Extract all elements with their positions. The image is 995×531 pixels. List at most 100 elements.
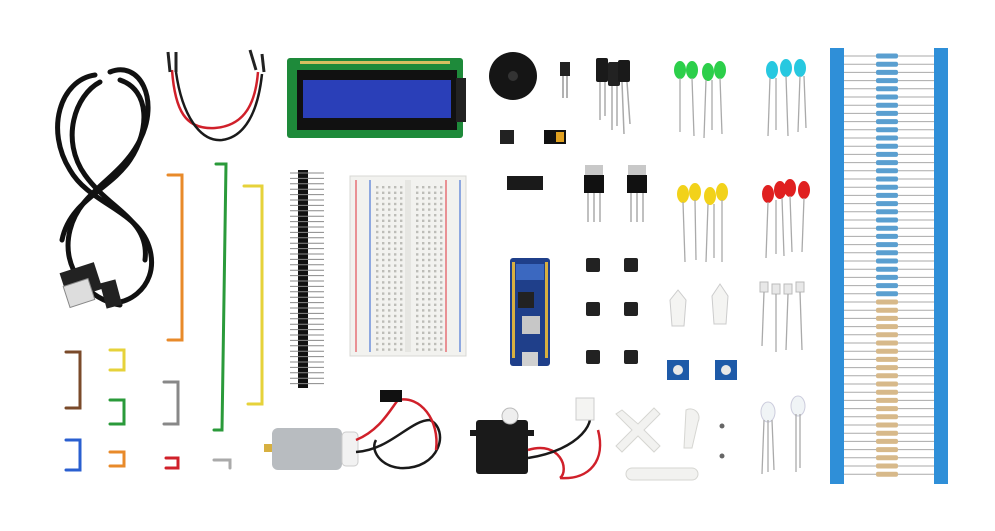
breadboard-hole — [376, 286, 379, 290]
breadboard-hole — [434, 219, 437, 222]
breadboard-hole — [422, 348, 425, 351]
breadboard-hole — [428, 326, 431, 329]
resistor-body — [876, 86, 898, 92]
jumper-bridges-icon — [64, 162, 264, 472]
breadboard-hole — [388, 342, 391, 346]
breadboard-hole — [388, 186, 391, 189]
breadboard-hole — [440, 275, 443, 278]
resistor-body — [876, 258, 898, 264]
breadboard-hole — [416, 292, 419, 295]
breadboard-hole — [382, 236, 385, 239]
breadboard-hole — [394, 342, 397, 346]
breadboard-hole — [422, 270, 425, 273]
breadboard-hole — [376, 348, 379, 351]
breadboard-hole — [382, 270, 385, 273]
jumper-wire-pair-icon — [166, 49, 266, 142]
microcontroller-board-icon — [510, 258, 550, 366]
breadboard-hole — [376, 326, 379, 329]
breadboard-hole — [400, 253, 403, 256]
breadboard-hole — [428, 320, 431, 323]
breadboard-hole — [376, 247, 379, 250]
breadboard-hole — [388, 208, 391, 211]
breadboard-hole — [394, 208, 397, 211]
resistor-body — [876, 471, 898, 477]
breadboard-hole — [440, 342, 443, 346]
breadboard-hole — [394, 236, 397, 239]
breadboard-hole — [428, 298, 431, 301]
cyan-leds-icon — [766, 59, 807, 137]
breadboard-hole — [394, 247, 397, 250]
breadboard-hole — [434, 242, 437, 245]
breadboard-hole — [416, 326, 419, 329]
resistor-body — [876, 406, 898, 412]
red-leds-icon — [762, 179, 810, 259]
resistor-body — [876, 332, 898, 338]
breadboard-hole — [434, 197, 437, 200]
breadboard-hole — [376, 197, 379, 200]
breadboard-hole — [388, 331, 391, 334]
breadboard-hole — [416, 214, 419, 217]
breadboard-hole — [416, 314, 419, 318]
breadboard-hole — [376, 275, 379, 278]
breadboard-hole — [394, 314, 397, 318]
breadboard-hole — [400, 247, 403, 250]
breadboard-hole — [388, 275, 391, 278]
breadboard-hole — [428, 214, 431, 217]
breadboard-hole — [422, 275, 425, 278]
breadboard-hole — [434, 342, 437, 346]
breadboard-hole — [388, 298, 391, 301]
breadboard-hole — [416, 298, 419, 301]
breadboard-hole — [440, 191, 443, 194]
breadboard-hole — [376, 191, 379, 194]
resistor-body — [876, 151, 898, 157]
breadboard-hole — [382, 298, 385, 301]
breadboard-hole — [376, 258, 379, 262]
breadboard-hole — [422, 286, 425, 290]
breadboard-hole — [394, 230, 397, 234]
breadboard-hole — [416, 208, 419, 211]
resistor-body — [876, 69, 898, 75]
breadboard-hole — [440, 258, 443, 262]
breadboard-hole — [440, 236, 443, 239]
breadboard-hole — [428, 331, 431, 334]
breadboard-hole — [422, 236, 425, 239]
breadboard-hole — [440, 292, 443, 295]
breadboard-hole — [400, 331, 403, 334]
breadboard-hole — [422, 186, 425, 189]
breadboard-hole — [434, 314, 437, 318]
breadboard-hole — [416, 286, 419, 290]
breadboard-hole — [434, 275, 437, 278]
breadboard-hole — [440, 253, 443, 256]
photoresistors-icon — [669, 281, 805, 352]
breadboard-hole — [388, 348, 391, 351]
breadboard-hole — [388, 337, 391, 340]
resistor-body — [876, 102, 898, 108]
servo-motor-icon — [470, 397, 602, 480]
resistor-body — [876, 455, 898, 461]
breadboard-hole — [376, 303, 379, 306]
breadboard-hole — [434, 326, 437, 329]
breadboard-hole — [382, 214, 385, 217]
breadboard-hole — [434, 186, 437, 189]
breadboard-hole — [434, 298, 437, 301]
breadboard-hole — [400, 298, 403, 301]
breadboard-hole — [428, 197, 431, 200]
breadboard-hole — [440, 314, 443, 318]
breadboard-hole — [382, 337, 385, 340]
breadboard-hole — [434, 264, 437, 267]
breadboard-hole — [382, 326, 385, 329]
breadboard-hole — [416, 202, 419, 206]
breadboard-hole — [428, 292, 431, 295]
resistor-body — [876, 119, 898, 125]
breadboard-hole — [400, 236, 403, 239]
resistor-body — [876, 110, 898, 116]
breadboard-hole — [382, 314, 385, 318]
breadboard-hole — [428, 281, 431, 284]
resistor-body — [876, 78, 898, 84]
breadboard-hole — [440, 214, 443, 217]
resistor-body — [876, 422, 898, 428]
breadboard-hole — [440, 202, 443, 206]
resistor-body — [876, 217, 898, 223]
breadboard-hole — [376, 208, 379, 211]
